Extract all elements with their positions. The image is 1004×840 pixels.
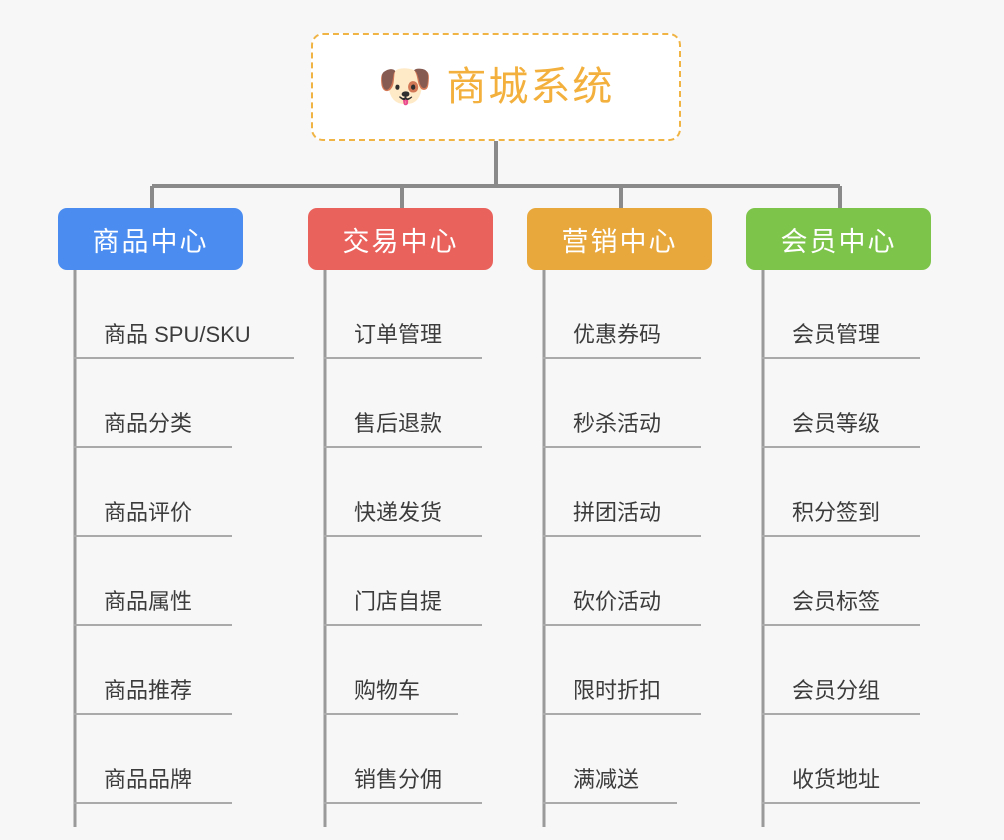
leaf-item[interactable]: 商品分类 — [74, 359, 334, 448]
branch-header-trade-center[interactable]: 交易中心 — [308, 208, 493, 270]
branch-header-marketing-center[interactable]: 营销中心 — [527, 208, 712, 270]
leaf-item[interactable]: 售后退款 — [324, 359, 584, 448]
root-node[interactable]: 🐶 商城系统 — [311, 33, 681, 141]
leaf-item-label: 商品评价 — [104, 499, 193, 525]
leaf-item-rule — [543, 624, 701, 626]
leaf-item[interactable]: 快递发货 — [324, 448, 584, 537]
leaf-item[interactable]: 会员等级 — [762, 359, 1004, 448]
leaf-item[interactable]: 优惠券码 — [543, 270, 803, 359]
leaf-item-label: 售后退款 — [354, 410, 443, 436]
leaf-item-label: 商品属性 — [104, 588, 193, 614]
leaf-item[interactable]: 商品属性 — [74, 537, 334, 626]
leaf-item-rule — [324, 446, 482, 448]
leaf-item-label: 优惠券码 — [573, 321, 662, 347]
leaf-item-label: 会员标签 — [792, 588, 881, 614]
branch-items-trade-center: 订单管理售后退款快递发货门店自提购物车销售分佣 — [324, 270, 584, 804]
leaf-item-label: 门店自提 — [354, 588, 443, 614]
leaf-item-label: 会员管理 — [792, 321, 881, 347]
leaf-item[interactable]: 商品品牌 — [74, 715, 334, 804]
leaf-item[interactable]: 会员管理 — [762, 270, 1004, 359]
leaf-item-rule — [762, 802, 920, 804]
leaf-item-rule — [74, 446, 232, 448]
leaf-item-rule — [324, 357, 482, 359]
leaf-item-rule — [324, 535, 482, 537]
leaf-item[interactable]: 会员分组 — [762, 626, 1004, 715]
leaf-item-label: 快递发货 — [354, 499, 443, 525]
leaf-item-label: 销售分佣 — [354, 766, 443, 792]
leaf-item-rule — [74, 802, 232, 804]
leaf-item-rule — [74, 713, 232, 715]
leaf-item-rule — [762, 713, 920, 715]
leaf-item[interactable]: 商品 SPU/SKU — [74, 270, 334, 359]
leaf-item-label: 商品 SPU/SKU — [104, 321, 251, 347]
root-node-title: 商城系统 — [446, 65, 615, 109]
leaf-item[interactable]: 满减送 — [543, 715, 803, 804]
leaf-item-rule — [762, 357, 920, 359]
leaf-item-rule — [543, 713, 701, 715]
leaf-item[interactable]: 收货地址 — [762, 715, 1004, 804]
leaf-item[interactable]: 会员标签 — [762, 537, 1004, 626]
leaf-item-rule — [74, 535, 232, 537]
branch-items-product-center: 商品 SPU/SKU 商品分类商品评价商品属性商品推荐商品品牌 — [74, 270, 334, 804]
leaf-item-rule — [74, 357, 294, 359]
leaf-item-rule — [762, 624, 920, 626]
leaf-item-label: 商品分类 — [104, 410, 193, 436]
leaf-item-label: 订单管理 — [354, 321, 443, 347]
leaf-item[interactable]: 限时折扣 — [543, 626, 803, 715]
shiba-dog-face-icon: 🐶 — [377, 62, 433, 111]
leaf-item[interactable]: 秒杀活动 — [543, 359, 803, 448]
leaf-item-label: 购物车 — [354, 677, 421, 703]
leaf-item-rule — [324, 713, 458, 715]
leaf-item-rule — [543, 446, 701, 448]
leaf-item-label: 收货地址 — [792, 766, 881, 792]
leaf-item-rule — [74, 624, 232, 626]
leaf-item-rule — [543, 535, 701, 537]
leaf-item[interactable]: 商品评价 — [74, 448, 334, 537]
leaf-item[interactable]: 拼团活动 — [543, 448, 803, 537]
leaf-item-rule — [543, 357, 701, 359]
leaf-item-rule — [762, 446, 920, 448]
branch-header-product-center[interactable]: 商品中心 — [58, 208, 243, 270]
branch-items-marketing-center: 优惠券码秒杀活动拼团活动砍价活动限时折扣满减送 — [543, 270, 803, 804]
leaf-item-rule — [762, 535, 920, 537]
leaf-item-rule — [543, 802, 677, 804]
leaf-item-label: 拼团活动 — [573, 499, 662, 525]
leaf-item-label: 砍价活动 — [573, 588, 662, 614]
leaf-item-label: 秒杀活动 — [573, 410, 662, 436]
leaf-item[interactable]: 购物车 — [324, 626, 584, 715]
leaf-item[interactable]: 积分签到 — [762, 448, 1004, 537]
leaf-item-label: 满减送 — [573, 766, 640, 792]
leaf-item-label: 会员等级 — [792, 410, 881, 436]
branch-header-member-center[interactable]: 会员中心 — [746, 208, 931, 270]
leaf-item-rule — [324, 802, 482, 804]
leaf-item-label: 限时折扣 — [573, 677, 662, 703]
leaf-item[interactable]: 商品推荐 — [74, 626, 334, 715]
branch-items-member-center: 会员管理会员等级积分签到会员标签会员分组收货地址 — [762, 270, 1004, 804]
leaf-item-rule — [324, 624, 482, 626]
leaf-item[interactable]: 砍价活动 — [543, 537, 803, 626]
leaf-item-label: 会员分组 — [792, 677, 881, 703]
leaf-item-label: 积分签到 — [792, 499, 881, 525]
leaf-item-label: 商品品牌 — [104, 766, 193, 792]
leaf-item-label: 商品推荐 — [104, 677, 193, 703]
leaf-item[interactable]: 订单管理 — [324, 270, 584, 359]
leaf-item[interactable]: 销售分佣 — [324, 715, 584, 804]
leaf-item[interactable]: 门店自提 — [324, 537, 584, 626]
